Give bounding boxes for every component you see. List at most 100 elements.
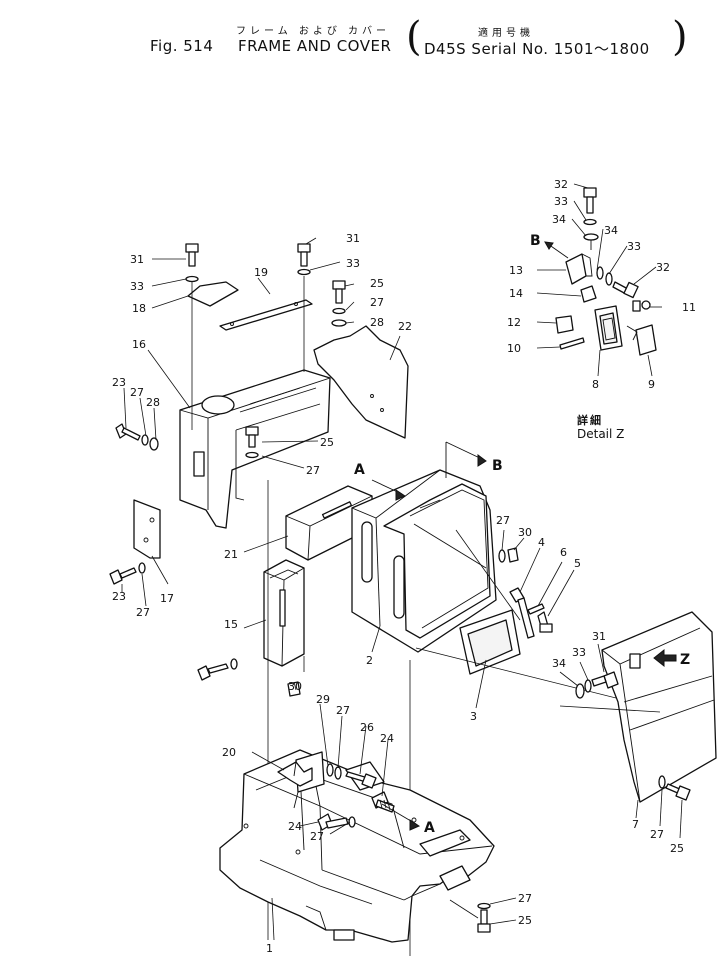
view-letter-z: Z	[680, 652, 690, 668]
callout-33: 33	[346, 257, 360, 270]
cover-22	[313, 325, 409, 439]
callout-3: 3	[470, 710, 477, 723]
callout-15: 15	[224, 618, 238, 631]
washer-33-middle	[297, 268, 311, 276]
callout-4: 4	[538, 536, 545, 549]
callout-32: 32	[656, 261, 670, 274]
view-b-arrow-detail	[544, 241, 569, 259]
bolt-31-middle	[297, 243, 311, 267]
callout-11: 11	[682, 301, 696, 314]
nut-30-frame	[507, 547, 519, 563]
open-paren: (	[406, 14, 422, 60]
washer-28-left	[149, 437, 159, 451]
callout-21: 21	[224, 548, 238, 561]
plate-17	[133, 499, 161, 559]
view-b-arrow-main	[445, 441, 487, 478]
callout-18: 18	[132, 302, 146, 315]
callout-8: 8	[592, 378, 599, 391]
view-a-arrow-lower	[381, 803, 421, 831]
view-letter-a-upper: A	[354, 462, 365, 478]
callout-24: 24	[380, 732, 394, 745]
callout-29: 29	[316, 693, 330, 706]
jp-applicable-label: 適用号機	[478, 28, 534, 39]
plate-18	[187, 281, 239, 307]
bolt-lower-left-of-15	[197, 663, 229, 681]
callout-7: 7	[632, 818, 639, 831]
tray-21	[285, 485, 373, 561]
title-block: フレーム および カバー 適用号機 Fig. 514 FRAME AND COV…	[0, 0, 722, 70]
callout-27: 27	[136, 606, 150, 619]
callout-23: 23	[112, 590, 126, 603]
callout-20: 20	[222, 746, 236, 759]
figure-title: FRAME AND COVER	[238, 37, 392, 55]
bolt-23-upper	[115, 423, 141, 441]
bolt-24-upper	[371, 791, 395, 813]
bolt-25-lower-right	[665, 783, 691, 801]
callout-28: 28	[146, 396, 160, 409]
bolt-25-bottom	[477, 909, 491, 933]
callout-33: 33	[627, 240, 641, 253]
bolt-4	[509, 587, 535, 639]
callout-25: 25	[670, 842, 684, 855]
washer-33-right	[605, 272, 613, 286]
callout-34: 34	[552, 657, 566, 670]
bolt-31-left	[185, 243, 199, 267]
washer-27-lower-mid	[348, 816, 356, 828]
washer-27-left	[141, 434, 149, 446]
detail-label-en: Detail Z	[577, 427, 624, 441]
callout-24: 24	[288, 820, 302, 833]
serial-range: D45S Serial No. 1501～1800	[424, 40, 650, 58]
washer-27-center	[245, 451, 259, 459]
bolt-26	[345, 771, 377, 789]
callout-31: 31	[130, 253, 144, 266]
upper-left-group	[109, 237, 409, 940]
latch-11	[632, 300, 651, 312]
plate-12	[555, 315, 574, 334]
callout-30: 30	[288, 680, 302, 693]
washer-27-bottom	[477, 902, 491, 910]
view-a-arrow-upper	[371, 479, 407, 501]
callout-13: 13	[509, 264, 523, 277]
close-paren: )	[672, 14, 688, 60]
callout-10: 10	[507, 342, 521, 355]
bolt-24-lower	[317, 813, 349, 831]
callout-31: 31	[346, 232, 360, 245]
callout-31: 31	[592, 630, 606, 643]
callout-25: 25	[370, 277, 384, 290]
callout-16: 16	[132, 338, 146, 351]
callout-6: 6	[560, 546, 567, 559]
bolt-5	[537, 611, 553, 633]
view-z-arrow	[653, 648, 677, 668]
detail-z-group	[536, 183, 662, 377]
bolt-32-right	[612, 281, 639, 299]
seal-8	[594, 305, 623, 351]
callout-26: 26	[360, 721, 374, 734]
nut-30-lower	[287, 681, 301, 697]
callout-25: 25	[320, 436, 334, 449]
callout-33: 33	[572, 646, 586, 659]
callout-27: 27	[518, 892, 532, 905]
washer-27-upper	[332, 307, 346, 315]
plate-9	[635, 324, 657, 356]
view-letter-b-detail: B	[530, 233, 541, 249]
washer-33-top	[583, 218, 597, 226]
callout-19: 19	[254, 266, 268, 279]
callout-27: 27	[310, 830, 324, 843]
rod-10	[559, 337, 585, 350]
washer-27-lower-left	[138, 562, 146, 574]
pin-6	[527, 603, 545, 615]
washer-left-of-15	[230, 658, 238, 670]
bolt-32-top	[583, 187, 597, 214]
bolt-31-cover	[591, 671, 619, 689]
callout-2: 2	[366, 654, 373, 667]
bolt-23-lower	[109, 567, 137, 585]
duct-15	[263, 559, 305, 667]
washer-27-lower-right	[658, 775, 666, 789]
callout-33: 33	[130, 280, 144, 293]
clip-14	[580, 285, 597, 303]
gasket-3	[459, 609, 521, 675]
strip-19	[219, 299, 313, 331]
callout-32: 32	[554, 178, 568, 191]
